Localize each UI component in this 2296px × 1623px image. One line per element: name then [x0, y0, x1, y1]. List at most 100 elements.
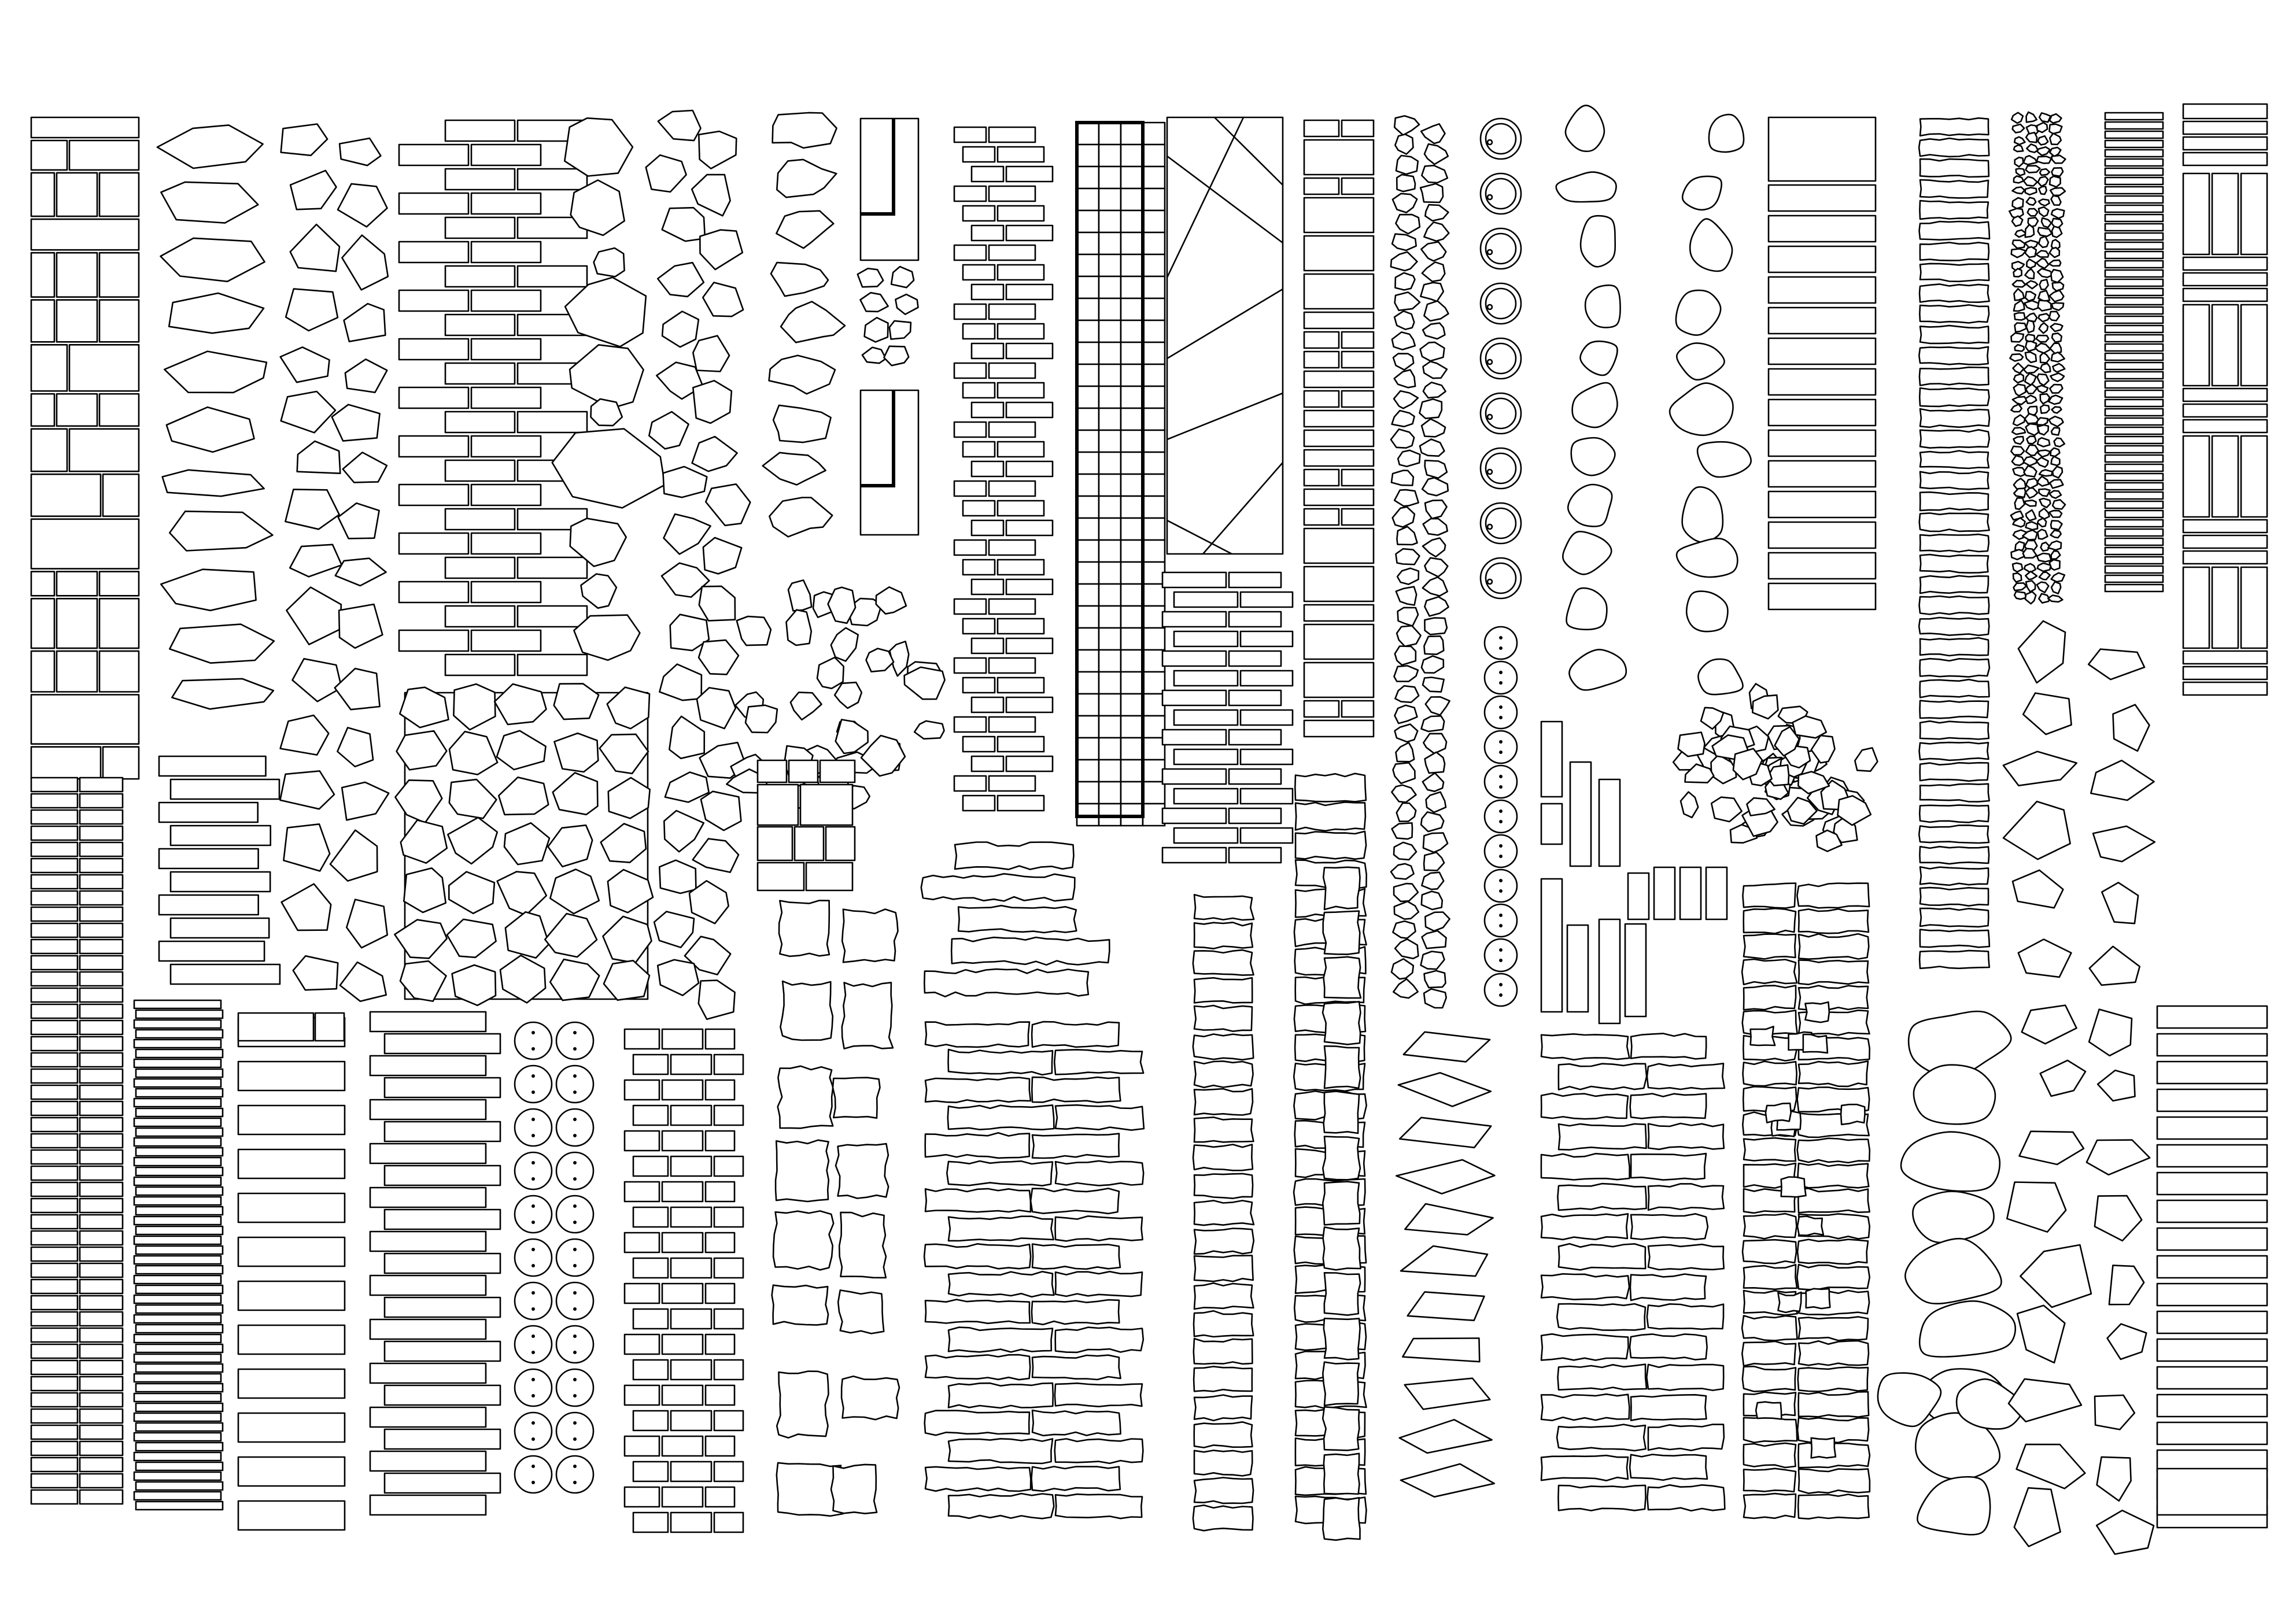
paving-stone — [280, 123, 328, 157]
paver — [30, 1100, 79, 1116]
paver — [1767, 490, 1877, 519]
paver — [1098, 121, 1122, 146]
paver — [2156, 1033, 2268, 1057]
paver — [30, 938, 79, 955]
gravel-piece — [2050, 529, 2062, 539]
paver — [1239, 827, 1294, 844]
paver — [30, 1295, 79, 1311]
rough-plank — [1919, 450, 1990, 469]
gravel-piece — [2014, 541, 2025, 553]
cobble — [1390, 428, 1415, 449]
paver — [1142, 495, 1166, 519]
paver — [2104, 352, 2164, 361]
paver — [670, 1359, 713, 1381]
pebble — [684, 936, 732, 975]
thin-slat-column — [2104, 112, 2164, 593]
paver — [30, 1133, 79, 1149]
paver — [135, 1323, 224, 1334]
gravel-piece — [2050, 323, 2064, 332]
paver — [2156, 1144, 2268, 1168]
paver — [383, 1296, 501, 1318]
large-stone — [1918, 1300, 2016, 1358]
gravel-piece — [2011, 395, 2028, 405]
paver — [1767, 245, 1877, 273]
dark-stone — [1802, 1033, 1829, 1054]
paver — [1303, 488, 1375, 507]
gravel-piece — [2051, 282, 2065, 292]
rough-brick — [1557, 1243, 1647, 1271]
paver — [98, 598, 140, 649]
flagstone — [2039, 1059, 2087, 1097]
rough-brick — [1540, 1273, 1630, 1300]
gravel-piece — [2050, 195, 2062, 206]
paver-dot — [1499, 716, 1503, 719]
paver — [1098, 561, 1122, 585]
rough-brick — [947, 1104, 1055, 1130]
paver — [1120, 781, 1144, 805]
organic-stone — [1708, 113, 1745, 153]
paver — [1767, 306, 1877, 335]
small-stone — [883, 345, 910, 367]
cobble — [1397, 607, 1419, 627]
cobble — [1420, 951, 1445, 970]
paver — [2156, 1199, 2268, 1223]
paver — [169, 825, 272, 846]
paver — [1142, 297, 1166, 321]
rough-block — [1294, 801, 1367, 832]
paver — [1228, 846, 1282, 864]
paver — [135, 1166, 224, 1177]
wall-stone — [1797, 1060, 1869, 1088]
cobble — [1420, 715, 1445, 733]
gravel-piece — [2010, 247, 2027, 258]
paver — [970, 224, 1005, 242]
paver — [1142, 539, 1166, 563]
paver — [30, 1181, 79, 1197]
paver — [98, 252, 140, 298]
ring-hole — [1486, 249, 1493, 256]
paver — [1142, 341, 1166, 365]
paver — [398, 532, 470, 555]
paver — [1303, 197, 1375, 234]
gravel-piece — [2025, 197, 2037, 206]
paver — [79, 1149, 124, 1165]
paver — [133, 1117, 222, 1127]
wall-stone — [1796, 1238, 1869, 1265]
paver — [2156, 1060, 2268, 1085]
paver — [79, 1473, 124, 1489]
paver-dot — [1499, 959, 1503, 962]
gravel-piece — [2040, 363, 2051, 374]
paver — [133, 1294, 222, 1304]
cluster-stone — [1774, 726, 1800, 757]
rough-brick — [1031, 1299, 1120, 1326]
paver-dot — [1499, 820, 1503, 823]
paver — [2156, 1282, 2268, 1307]
paver — [1076, 517, 1100, 541]
paver — [1341, 350, 1375, 369]
rough-block — [1322, 1497, 1361, 1541]
paver — [2104, 537, 2164, 546]
cluster-stone — [1746, 797, 1775, 816]
pebble — [660, 562, 710, 598]
rough-plank — [1919, 242, 1990, 261]
paver — [1120, 429, 1144, 453]
paver — [102, 746, 140, 780]
rough-plank — [1918, 825, 1990, 844]
paving-stone — [341, 234, 389, 291]
flagstone — [2016, 1443, 2086, 1489]
paver — [2104, 112, 2164, 121]
paver — [470, 338, 542, 361]
organic-stone — [1675, 342, 1725, 381]
flagstone — [2002, 751, 2077, 786]
paving-stone — [345, 899, 389, 949]
paver — [799, 783, 854, 826]
paver — [30, 1311, 79, 1327]
paver — [79, 809, 124, 825]
rough-plank — [1919, 866, 1989, 886]
paver — [1173, 827, 1239, 844]
paver — [1767, 184, 1877, 212]
paver-dot — [1499, 855, 1503, 858]
rough-plank — [1918, 283, 1990, 304]
paver — [825, 826, 856, 862]
cobble-column — [1390, 115, 1496, 1498]
paver — [1540, 878, 1563, 1013]
